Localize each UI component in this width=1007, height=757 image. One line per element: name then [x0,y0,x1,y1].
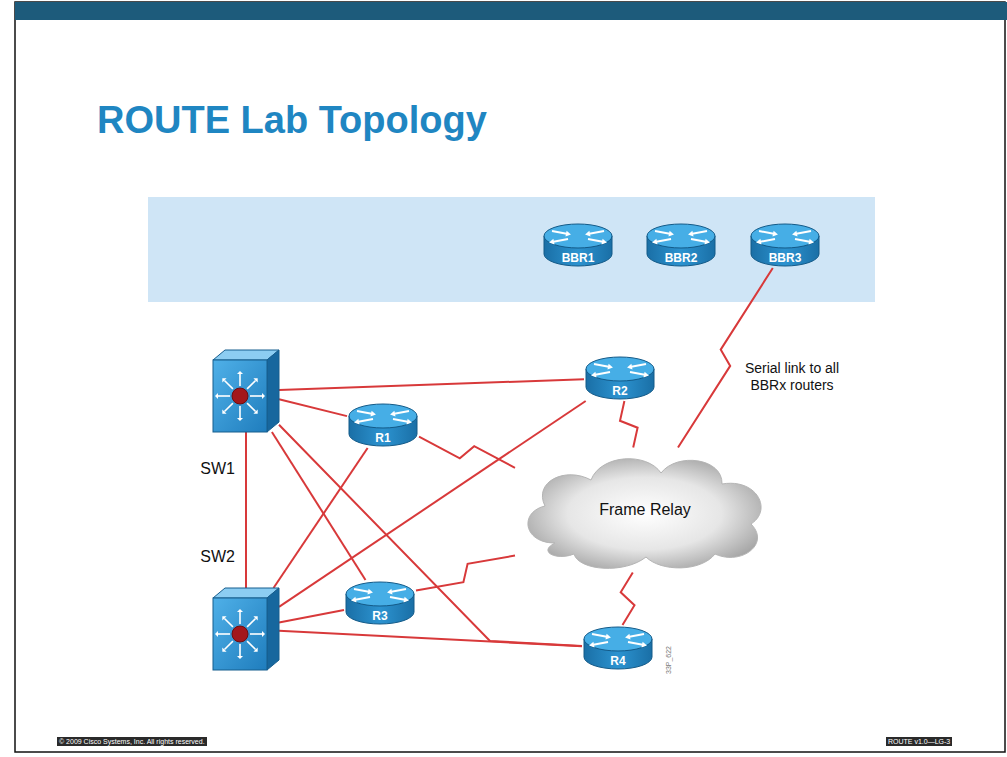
backbone-band [148,197,875,302]
serial-link [621,573,635,626]
router-node: R2 [584,355,656,401]
slide-border [15,2,1005,752]
router-name: BBR1 [542,251,614,265]
router-name: R3 [344,609,416,623]
router-node: BBR3 [749,222,821,268]
router-name: R4 [582,654,654,668]
switch-node: SW2 [213,588,279,670]
top-bar [15,2,1007,20]
serial-link [620,401,638,448]
router-node: R3 [344,580,416,626]
ethernet-link [245,432,247,588]
switch-node: SW1 [213,350,279,432]
ethernet-link [279,610,344,623]
cloud-name: Frame Relay [515,501,775,519]
router-name: R1 [347,431,419,445]
router-name: BBR2 [645,251,717,265]
cloud-node: Frame Relay [515,448,775,573]
router-node: BBR2 [645,222,717,268]
copyright-footer: © 2009 Cisco Systems, Inc. All rights re… [57,737,207,746]
router-node: R4 [582,625,654,671]
router-name: BBR3 [749,251,821,265]
switch-name: SW1 [200,460,235,478]
ethernet-link [274,448,368,588]
callout-note: Serial link to all BBRx routers [742,360,842,394]
router-name: R2 [584,384,656,398]
switch-icon [213,588,279,670]
switch-icon [213,350,279,432]
course-code-footer: ROUTE v1.0—LG-3 [886,737,952,746]
slide-title: ROUTE Lab Topology [97,98,487,142]
router-node: BBR1 [542,222,614,268]
serial-link [419,437,515,468]
serial-link [678,268,773,448]
serial-link [416,556,515,591]
ethernet-link [279,379,584,390]
ethernet-link [279,399,347,416]
switch-name: SW2 [200,548,235,566]
router-node: R1 [347,402,419,448]
ethernet-link [279,401,586,607]
ethernet-link [279,631,582,647]
figure-code: 33P_622 [665,646,673,674]
